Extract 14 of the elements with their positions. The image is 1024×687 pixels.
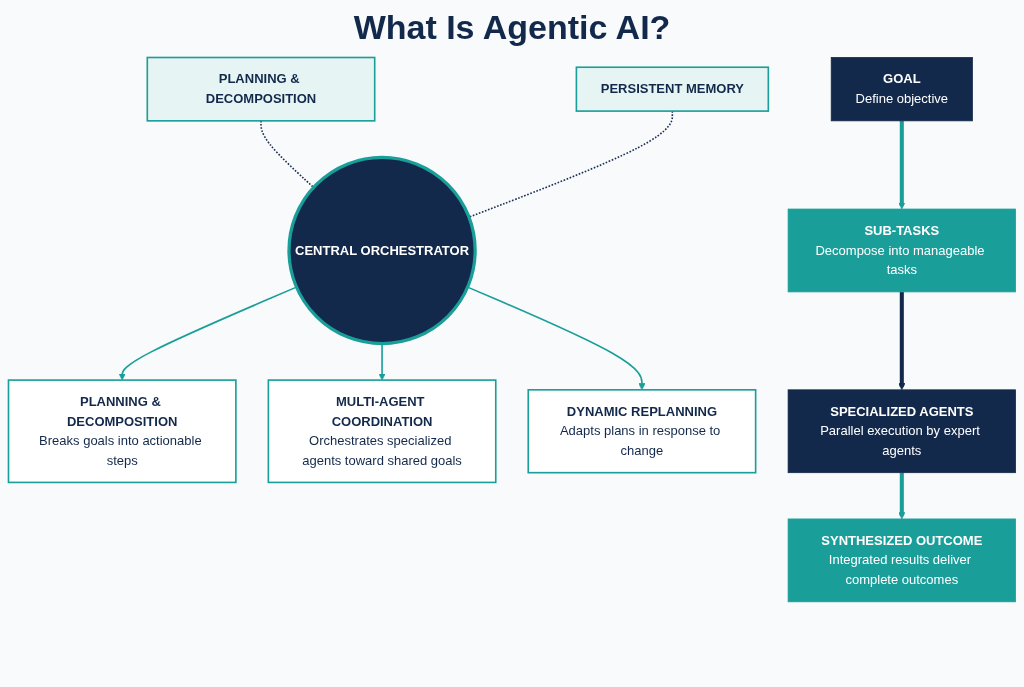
title: What Is Agentic AI? [352,8,672,47]
node-box: SPECIALIZED AGENTS Parallel execution by expert agents [787,389,1016,474]
node-box: SUB-TASKS Decompose into manageable tasks [787,208,1016,293]
node-box: PERSISTENT MEMORY [575,66,770,112]
node-circle: CENTRAL ORCHESTRATOR [287,155,477,346]
arrow [898,472,906,520]
node-box: DYNAMIC REPLANNING Adapts plans in response to change [527,389,757,474]
node-box: PLANNING & DECOMPOSITION [146,56,376,122]
node-box: PLANNING & DECOMPOSITION Breaks goals into actionable steps [7,379,237,484]
node-box: SYNTHESIZED OUTCOME Integrated results deliver complete outcomes [787,518,1016,603]
node-box: MULTI-AGENT COORDINATION Orchestrates specialized agents toward shared goals [267,379,497,484]
arrow [898,291,906,391]
arrow [898,120,906,210]
node-box: GOAL Define objective [830,57,973,122]
